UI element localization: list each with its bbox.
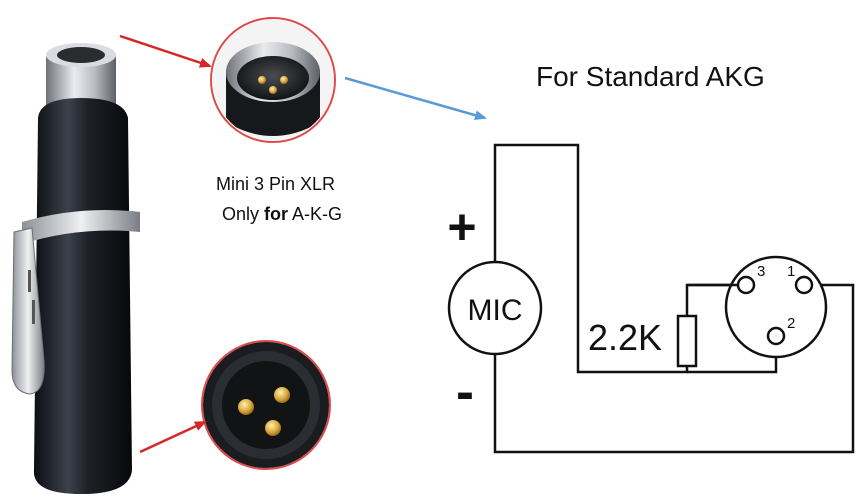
socket-closeup xyxy=(210,17,336,143)
plus-label: + xyxy=(447,199,476,255)
red-arrow-bottom xyxy=(139,420,207,454)
mic-label: MIC xyxy=(468,294,523,327)
pin-1-terminal xyxy=(794,275,814,295)
caption-for-text: for xyxy=(264,204,288,224)
schematic-title: For Standard AKG xyxy=(536,61,765,92)
mic-symbol xyxy=(447,260,543,356)
connector-caption-line2: Only for A-K-G xyxy=(222,204,342,224)
pin-3-terminal xyxy=(736,275,756,295)
pin-2-terminal xyxy=(766,326,786,346)
connector-photo xyxy=(11,43,140,494)
caption-only-text: Only xyxy=(222,204,264,224)
resistor-label: 2.2K xyxy=(588,317,662,358)
pin-3-label: 3 xyxy=(757,263,765,280)
pin-2-label: 2 xyxy=(787,315,795,332)
red-arrow-top xyxy=(119,34,212,68)
resistor xyxy=(676,314,698,368)
pin-1-label: 1 xyxy=(787,263,795,280)
caption-akg-text: A-K-G xyxy=(288,204,342,224)
blue-arrow xyxy=(344,76,487,121)
connector-caption-line1: Mini 3 Pin XLR xyxy=(216,174,335,194)
xlr-connector-symbol: 3 1 2 xyxy=(724,255,828,359)
plug-closeup xyxy=(201,340,331,470)
minus-label: - xyxy=(456,362,474,422)
